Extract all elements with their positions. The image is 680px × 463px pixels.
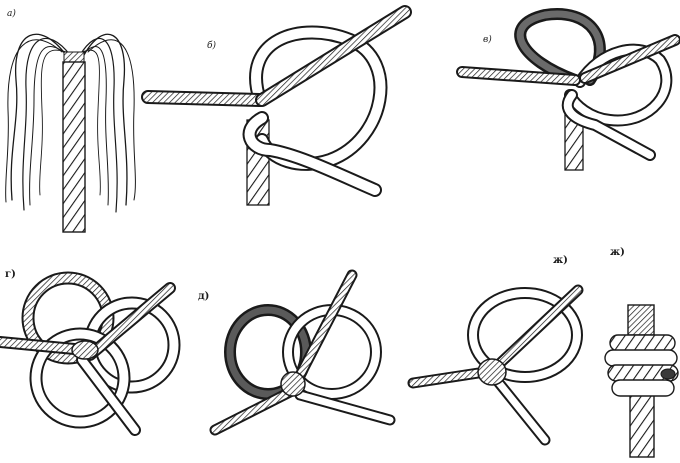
panel-v-second-loop — [456, 8, 680, 171]
panel-label-v: в) — [483, 35, 492, 45]
panel-zh-2-finished-knot — [604, 304, 679, 458]
panel-label-a: а) — [7, 9, 16, 19]
panel-label-zh-1: ж) — [553, 255, 568, 266]
panel-a-unlaid-rope-end — [5, 33, 136, 233]
panel-label-b: б) — [207, 41, 217, 51]
panel-g-three-loops — [0, 271, 181, 436]
panel-label-g: г) — [5, 269, 16, 280]
panel-label-zh-2: ж) — [610, 247, 625, 258]
panel-zh-1-almost-finished — [407, 284, 584, 446]
panel-b-first-loop — [141, 5, 412, 206]
panel-d-tightening — [209, 269, 396, 436]
panel-label-d: д) — [198, 291, 210, 302]
